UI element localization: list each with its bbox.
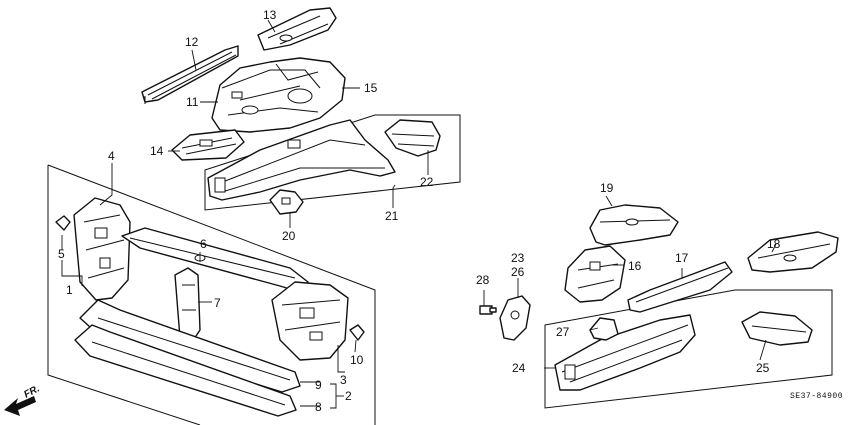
callout-10: 10 <box>350 353 364 367</box>
part-12-rail <box>141 45 239 104</box>
front-direction-arrow: FR. <box>4 383 42 416</box>
callout-4: 4 <box>108 149 115 163</box>
direction-label: FR. <box>22 383 41 400</box>
callout-20: 20 <box>282 229 296 243</box>
part-5-clip <box>55 215 71 231</box>
callout-13: 13 <box>263 8 277 22</box>
part-28-bolt <box>479 305 497 315</box>
callout-23: 23 <box>511 251 525 265</box>
callout-2: 2 <box>345 389 352 403</box>
callout-17: 17 <box>675 251 689 265</box>
part-22-bracket <box>384 119 441 157</box>
callout-26: 26 <box>511 265 525 279</box>
callout-6: 6 <box>200 237 207 251</box>
part-27-bracket <box>589 317 619 341</box>
callout-16: 16 <box>628 259 642 273</box>
part-10-clip <box>349 324 365 341</box>
part-21-frame-rail <box>207 119 396 201</box>
callout-18: 18 <box>767 237 781 251</box>
leader-lines <box>61 19 777 409</box>
callout-12: 12 <box>185 35 199 49</box>
callout-28: 28 <box>476 273 490 287</box>
callout-25: 25 <box>756 361 770 375</box>
callout-3: 3 <box>340 373 347 387</box>
callout-1: 1 <box>66 283 73 297</box>
part-3-right-bracket <box>271 281 349 361</box>
callout-15: 15 <box>364 81 378 95</box>
callout-14: 14 <box>150 144 164 158</box>
part-11-wheelhouse <box>211 57 346 133</box>
part-14-tray <box>171 129 245 161</box>
part-8-lower-reinforcement <box>74 324 297 417</box>
callout-24: 24 <box>512 361 526 375</box>
callout-5: 5 <box>58 247 65 261</box>
callout-22: 22 <box>420 175 434 189</box>
part-20-clip <box>269 189 304 215</box>
callout-27: 27 <box>556 325 570 339</box>
part-19-bracket <box>589 204 679 246</box>
diagram-code: SE37-84900 <box>790 392 843 401</box>
callout-9: 9 <box>315 378 322 392</box>
part-1-left-bracket <box>73 197 131 301</box>
part-25-extension <box>741 311 813 346</box>
callout-11: 11 <box>186 95 199 109</box>
callout-19: 19 <box>600 181 614 195</box>
callout-7: 7 <box>214 296 221 310</box>
callout-8: 8 <box>315 400 322 414</box>
part-16-mount <box>564 245 626 303</box>
part-17-frame <box>627 261 733 313</box>
part-18-rail-end <box>747 231 839 273</box>
right-frame-group-frame <box>544 289 833 409</box>
part-13-bracket <box>257 7 337 51</box>
front-bulkhead-group-frame <box>47 164 376 425</box>
part-6-upper-crossmember <box>121 227 309 293</box>
callout-21: 21 <box>385 209 399 223</box>
part-24-front-frame <box>554 314 696 391</box>
part-23-plate <box>499 295 531 341</box>
